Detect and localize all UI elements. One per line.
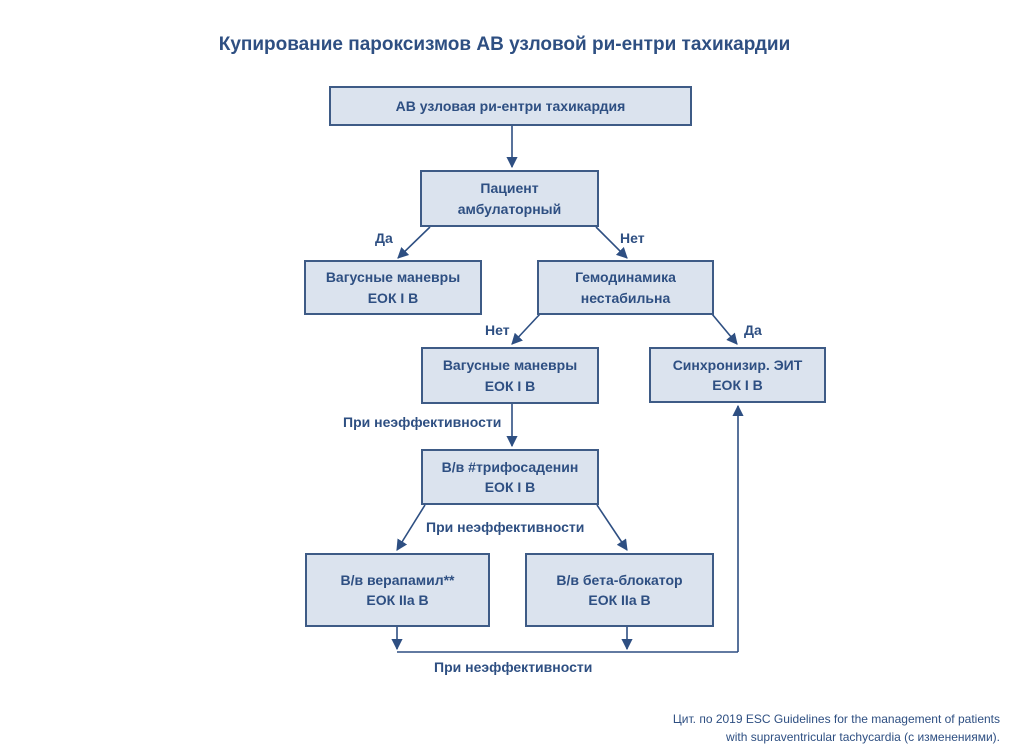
node-atp-line1: В/в #трифосаденин [441,458,579,475]
node-avnrt-text: АВ узловая ри-ентри тахикардия [395,97,626,114]
edge-label-no-right: Нет [620,230,645,246]
arrow-hemo-to-cardio [711,313,738,345]
node-verapamil-line2: ЕОК IIa B [366,592,429,608]
node-hemodynamics-line2: нестабильна [580,289,671,306]
node-outpatient-line1: Пациент [480,180,539,197]
node-hemodynamics-line1: Гемодинамика [575,269,676,286]
arrow-patient-to-hemo [595,226,628,259]
arrow-hemo-to-vagal2 [511,313,541,345]
node-vagal-outpatient-line2: ЕОК I B [367,289,419,306]
node-verapamil: В/в верапамил** ЕОК IIa B [305,553,490,627]
citation-line2: with supraventricular tachycardia (с изм… [726,730,1000,744]
node-beta-blocker-line1: В/в бета-блокатор [556,571,683,588]
edge-label-ineffective-3: При неэффективности [434,659,593,675]
node-outpatient: Пациент амбулаторный [420,170,599,227]
node-atp: В/в #трифосаденин ЕОК I B [421,449,599,505]
node-cardioversion-line2: ЕОК I B [712,377,763,393]
edge-label-yes-right: Да [744,322,762,338]
diagram-title: Купирование пароксизмов АВ узловой ри-ен… [218,34,791,55]
arrow-patient-to-vagal1 [397,226,431,259]
node-beta-blocker-line2: ЕОК IIa B [588,592,651,608]
node-vagal-outpatient: Вагусные маневры ЕОК I B [304,260,482,315]
node-vagal-outpatient-line1: Вагусные маневры [325,269,461,286]
node-beta-blocker: В/в бета-блокатор ЕОК IIa B [525,553,714,627]
node-atp-line2: ЕОК I B [484,479,536,495]
edge-label-ineffective-2: При неэффективности [426,519,585,535]
node-vagal-stable-line2: ЕОК I B [484,377,536,394]
node-verapamil-line1: В/в верапамил** [340,571,455,588]
node-cardioversion-line1: Синхронизир. ЭИТ [672,356,803,373]
edge-label-ineffective-1: При неэффективности [343,414,502,430]
edge-label-no-left: Нет [485,322,510,338]
arrow-atp-to-beta [596,504,628,551]
node-vagal-stable-line1: Вагусные маневры [442,357,578,374]
node-cardioversion: Синхронизир. ЭИТ ЕОК I B [649,347,826,403]
citation-line1: Цит. по 2019 ESC Guidelines for the mana… [672,712,1000,726]
citation: Цит. по 2019 ESC Guidelines for the mana… [673,710,1000,746]
node-avnrt: АВ узловая ри-ентри тахикардия [329,86,692,126]
node-vagal-stable: Вагусные маневры ЕОК I B [421,347,599,404]
edge-label-yes-left: Да [375,230,393,246]
arrow-atp-to-verap [396,504,426,551]
node-hemodynamics: Гемодинамика нестабильна [537,260,714,315]
node-outpatient-line2: амбулаторный [457,200,562,217]
